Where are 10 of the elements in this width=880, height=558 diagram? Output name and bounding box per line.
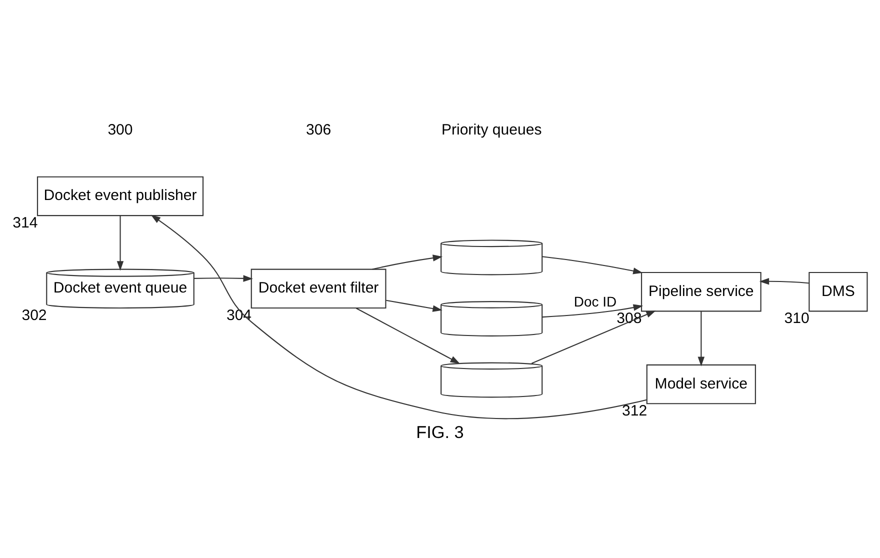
label: 300 (108, 121, 133, 138)
node-label: 310 (784, 310, 810, 327)
node-label: 302 (22, 306, 47, 324)
node-label: 308 (616, 310, 642, 327)
node-label: 314 (12, 214, 38, 232)
label: 306 (306, 121, 332, 138)
edge-label: Doc ID (574, 292, 617, 309)
caption: FIG. 3 (416, 421, 464, 442)
label: Priority queues (441, 121, 542, 138)
node-label: 312 (622, 402, 648, 420)
